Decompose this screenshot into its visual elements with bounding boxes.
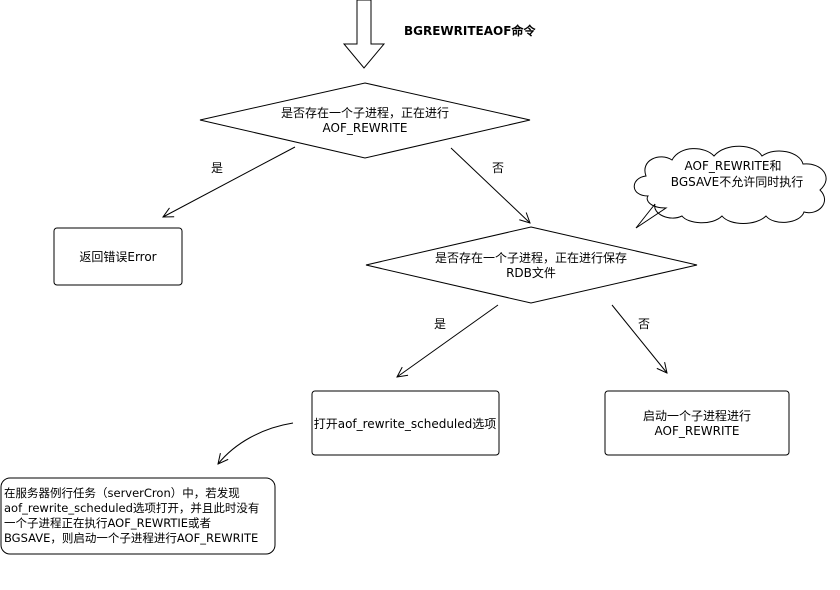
cloud-shape	[633, 145, 827, 229]
decision-rdb-save-running	[365, 226, 698, 304]
command-title: BGREWRITEAOF命令	[404, 23, 536, 38]
start-rewrite-line2: AOF_REWRITE	[655, 424, 740, 438]
cloud-line1: AOF_REWRITE和	[685, 159, 782, 173]
entry-arrow	[342, 0, 386, 69]
cloud-callout: AOF_REWRITE和 BGSAVE不允许同时执行	[633, 145, 827, 229]
decision1-line2: AOF_REWRITE	[323, 121, 408, 135]
no-label-2: 否	[638, 317, 650, 331]
yes-label-1: 是	[211, 161, 223, 175]
cron-note-line4: BGSAVE，则启动一个子进程进行AOF_REWRITE	[4, 531, 258, 545]
yes-arrow-2	[397, 304, 499, 377]
start-rewrite-line1: 启动一个子进程进行	[643, 408, 751, 423]
decision1-line1: 是否存在一个子进程，正在进行	[281, 105, 449, 120]
no-label-1: 否	[492, 161, 504, 175]
decision2-line1: 是否存在一个子进程，正在进行保存	[435, 250, 627, 265]
cloud-line2: BGSAVE不允许同时执行	[671, 174, 803, 189]
no-arrow-2	[611, 304, 667, 373]
curved-arrow-to-cron-note	[218, 422, 294, 464]
error-box-label: 返回错误Error	[79, 250, 156, 264]
schedule-option-box	[311, 390, 500, 456]
start-rewrite-box	[604, 390, 790, 456]
decision2-line2: RDB文件	[506, 265, 556, 280]
cron-note-line2: aof_rewrite_scheduled选项打开，并且此时没有	[4, 501, 259, 515]
schedule-option-label: 打开aof_rewrite_scheduled选项	[314, 417, 497, 431]
no-arrow-1	[450, 147, 530, 223]
yes-arrow-1	[163, 146, 296, 217]
yes-label-2: 是	[434, 317, 446, 331]
cron-note-line3: 一个子进程正在执行AOF_REWRTIE或者	[4, 516, 211, 530]
cron-note-line1: 在服务器例行任务（serverCron）中，若发现	[4, 486, 240, 500]
server-cron-note-box	[0, 477, 276, 555]
error-box	[53, 227, 183, 286]
decision-aof-rewrite-running	[199, 82, 531, 159]
